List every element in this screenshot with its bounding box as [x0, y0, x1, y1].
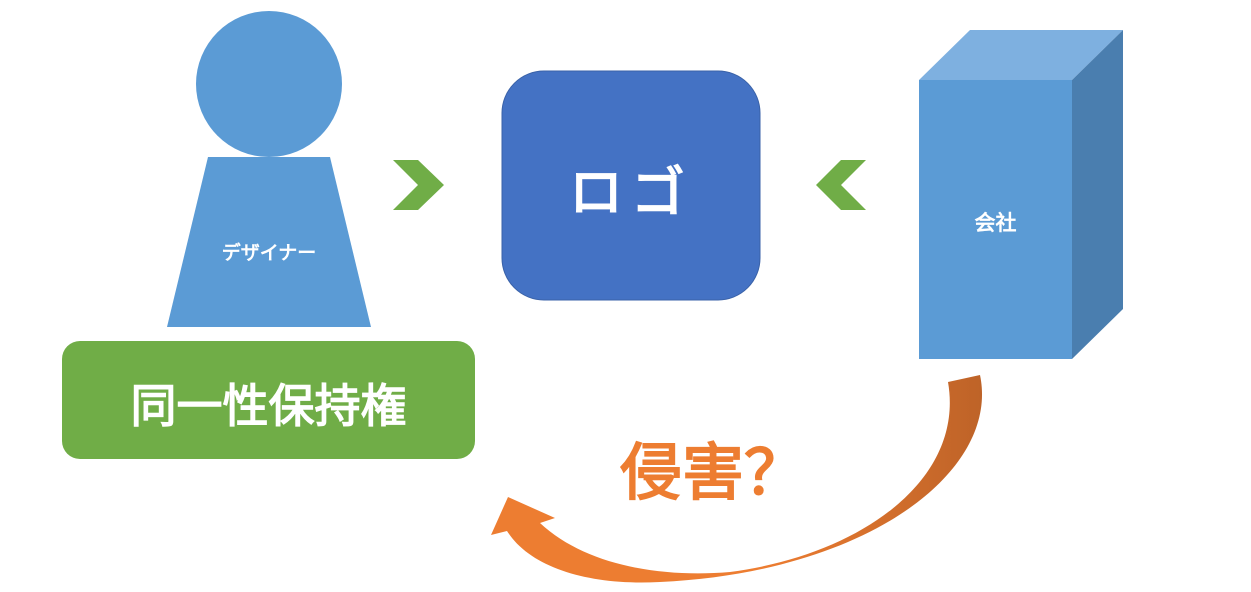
- building-side: [1072, 30, 1123, 359]
- person-body: [167, 157, 371, 327]
- company-label: 会社: [974, 211, 1017, 235]
- designer-label: デザイナー: [221, 242, 317, 264]
- building-top: [919, 30, 1123, 80]
- right-label: 同一性保持権: [130, 379, 407, 433]
- infringement-label: 侵害？: [620, 436, 807, 509]
- logo-label: ロゴ: [569, 161, 693, 224]
- right-badge: [62, 341, 475, 459]
- logo-box: [501, 70, 761, 301]
- building-front: [919, 80, 1072, 359]
- chevron-right-icon: [393, 160, 444, 210]
- chevron-left-icon: [816, 160, 866, 210]
- person-head: [196, 11, 342, 157]
